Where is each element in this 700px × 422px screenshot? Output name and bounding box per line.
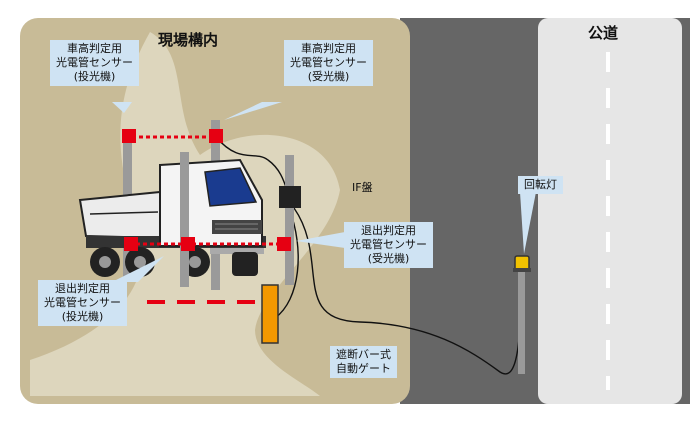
callout-pointer-exit-tx [112,256,164,282]
if-panel [279,186,301,208]
site-area-title: 現場構内 [158,31,219,49]
exit-sensor-tx [181,237,195,251]
exit-sensor-rx-callout: 退出判定用 光電管センサー (受光機) [344,222,433,268]
barrier-gate [261,284,279,344]
height-sensor-rx-callout: 車高判定用 光電管センサー (受光機) [284,40,373,86]
exit-sensor-tx-callout: 退出判定用 光電管センサー (投光機) [38,280,127,326]
if-panel-label: IF盤 [352,181,373,194]
pole-beacon [518,268,525,374]
cable-beacon [293,207,523,375]
beacon-callout: 回転灯 [518,176,563,194]
exit-sensor-tx-left [124,237,138,251]
exit-sensor-rx [277,237,291,251]
callout-pointer-exit-rx [296,232,345,248]
height-sensor-tx [122,129,136,143]
public-road-title: 公道 [588,24,619,42]
height-sensor-tx-callout: 車高判定用 光電管センサー (投光機) [50,40,139,86]
callout-pointer-beacon [520,192,536,254]
pole-exit-rx [285,155,294,285]
height-sensor-rx [209,129,223,143]
barrier-gate-callout: 遮断バー式 自動ゲート [330,346,397,378]
callout-pointer-height-tx [112,102,132,113]
rotating-light-icon [513,255,531,272]
pole-exit-tx [180,152,189,287]
callout-pointer-height-rx [224,102,282,120]
